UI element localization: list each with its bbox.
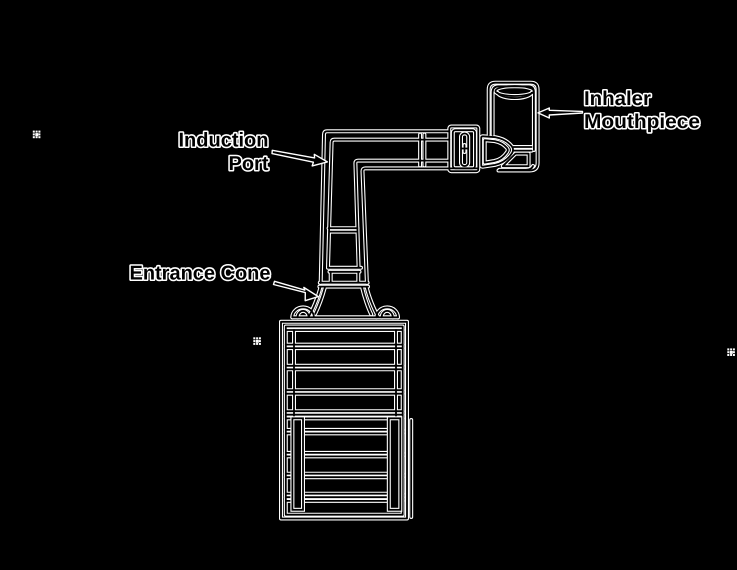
svg-text:Induction: Induction <box>179 130 269 152</box>
svg-text:Mouthpiece: Mouthpiece <box>584 111 700 133</box>
svg-text:Inhaler: Inhaler <box>584 88 651 110</box>
svg-text:Entrance Cone: Entrance Cone <box>130 262 271 284</box>
svg-text:Port: Port <box>229 153 269 175</box>
